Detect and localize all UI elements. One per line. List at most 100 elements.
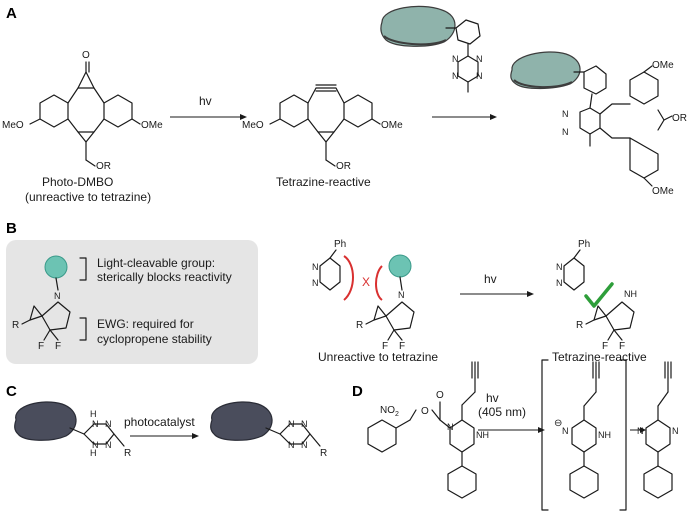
dark-blob-1	[14, 401, 77, 441]
clash-arc-2	[375, 265, 383, 301]
final-tetrazine: N N	[637, 361, 679, 499]
panel-d-letter: D	[352, 383, 363, 400]
panel-c-letter: C	[6, 383, 17, 400]
dmbo-name: Tetrazine-reactive	[276, 175, 371, 189]
prod-n2: N	[562, 127, 569, 137]
caged-dihydrotetrazine: NO2 O O N NH	[367, 361, 489, 499]
final-n1: N	[637, 426, 644, 436]
dht-h1: H	[90, 409, 97, 419]
tz-c-n3: N	[301, 419, 308, 429]
or-label-2: OR	[336, 161, 351, 172]
tz-n2: N	[476, 71, 483, 81]
photo-dmbo-name: Photo-DMBO	[42, 175, 113, 189]
unreact-f2: F	[399, 341, 405, 352]
reactive-structure: Ph N N NH R F F	[556, 239, 637, 352]
legend-box	[6, 240, 258, 364]
o-label-2: O	[436, 390, 444, 401]
legend-ewg-1: EWG: required for	[97, 317, 194, 331]
ome-label-1: OMe	[141, 120, 163, 131]
ome-label-3: OMe	[652, 60, 674, 71]
dht-n4: N	[105, 440, 112, 450]
photocatalyst-label: photocatalyst	[124, 415, 195, 429]
intermediate-structure: ⊖ N NH	[554, 361, 611, 499]
check-mark	[584, 282, 614, 308]
or-label-1: OR	[96, 161, 111, 172]
hv-label-b: hv	[484, 272, 497, 286]
or-label-3: OR	[672, 113, 687, 124]
arrowhead-a2	[490, 114, 497, 120]
legend-ewg-2: cyclopropene stability	[97, 332, 212, 346]
panel-b-letter: B	[6, 220, 17, 237]
dht-n3: N	[105, 419, 112, 429]
unreactive-label: Unreactive to tetrazine	[318, 350, 438, 364]
photo-dmbo-structure: O OR MeO OMe	[2, 50, 163, 172]
dihydrotetrazine-structure: H H N N N N R	[14, 401, 131, 459]
clash-arc-1	[343, 255, 354, 301]
legend-light-2: sterically blocks reactivity	[97, 270, 232, 284]
react-r: R	[576, 320, 583, 331]
dht-r: R	[124, 448, 131, 459]
tz-c-n4: N	[301, 440, 308, 450]
teal-ball-legend	[44, 255, 68, 279]
unreact-n2: N	[312, 278, 319, 288]
unreact-r: R	[356, 320, 363, 331]
react-f1: F	[602, 341, 608, 352]
unreactive-structure: Ph N N X N R F F	[312, 239, 415, 352]
arrowhead-b	[527, 291, 534, 297]
prod-n1: N	[562, 109, 569, 119]
dark-blob-2	[210, 401, 273, 441]
tetrazine-product-c: N N N N R	[210, 401, 327, 459]
hv-label-d: hv	[486, 391, 499, 405]
panel-a-letter: A	[6, 5, 17, 22]
wavelength-label: (405 nm)	[478, 405, 526, 419]
inter-n: N	[562, 426, 569, 436]
react-n1: N	[556, 262, 563, 272]
photo-dmbo-note: (unreactive to tetrazine)	[25, 190, 151, 204]
caged-n: N	[447, 422, 454, 432]
minus-sign: ⊖	[554, 418, 562, 429]
react-f2: F	[619, 341, 625, 352]
arrowhead-d2	[640, 427, 646, 433]
ph-label-1: Ph	[334, 239, 346, 250]
o-label-1: O	[421, 406, 429, 417]
tz-c-n2: N	[288, 440, 295, 450]
inter-nh: NH	[598, 430, 611, 440]
legend-f1: F	[38, 341, 44, 352]
legend-r: R	[12, 320, 19, 331]
unreact-n1: N	[312, 262, 319, 272]
ome-label-4: OMe	[652, 186, 674, 197]
tz-n1: N	[476, 54, 483, 64]
dht-n1: N	[92, 419, 99, 429]
teal-blob-reagent	[380, 5, 456, 47]
arrowhead-a1	[240, 114, 247, 120]
legend-f2: F	[55, 341, 61, 352]
unreact-f1: F	[382, 341, 388, 352]
teal-ball-unreactive	[388, 254, 412, 278]
legend-light-1: Light-cleavable group:	[97, 256, 215, 270]
meo-label-1: MeO	[2, 120, 24, 131]
tz-n3: N	[452, 54, 459, 64]
bracket-right	[619, 359, 627, 511]
caged-nh: NH	[476, 430, 489, 440]
react-nh: NH	[624, 289, 637, 299]
dht-h2: H	[90, 448, 97, 458]
carbonyl-oxygen: O	[82, 50, 90, 61]
tz-c-r: R	[320, 448, 327, 459]
tz-c-n1: N	[288, 419, 295, 429]
unreact-n3: N	[398, 290, 405, 300]
dmbo-structure: OR MeO OMe	[242, 84, 403, 172]
ome-label-2: OMe	[381, 120, 403, 131]
legend-n: N	[54, 291, 61, 301]
react-n2: N	[556, 278, 563, 288]
tetrazine-reagent: N N N N	[380, 5, 483, 93]
tz-n4: N	[452, 71, 459, 81]
hv-label-a: hv	[199, 94, 212, 108]
bracket-left	[541, 359, 549, 511]
meo-label-2: MeO	[242, 120, 264, 131]
final-n2: N	[672, 426, 679, 436]
clash-x: X	[362, 275, 370, 289]
arrowhead-c	[192, 433, 199, 439]
dht-n2: N	[92, 440, 99, 450]
